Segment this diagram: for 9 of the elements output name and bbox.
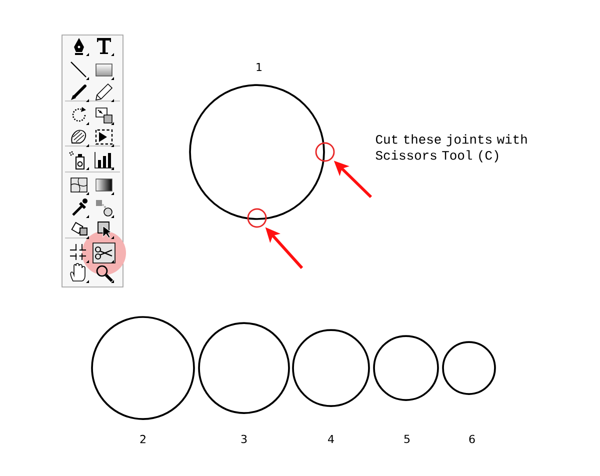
circle-number: 3	[241, 434, 247, 444]
marker-circle	[247, 208, 267, 228]
circle-number: 2	[140, 434, 146, 444]
instruction-text: Cut these joints with Scissors Tool (C)	[376, 134, 527, 162]
circle-number: 6	[469, 434, 475, 444]
circle-number: 1	[256, 62, 262, 72]
circle-number: 4	[328, 434, 334, 444]
circle-number: 5	[404, 434, 410, 444]
marker-circle	[315, 142, 335, 162]
